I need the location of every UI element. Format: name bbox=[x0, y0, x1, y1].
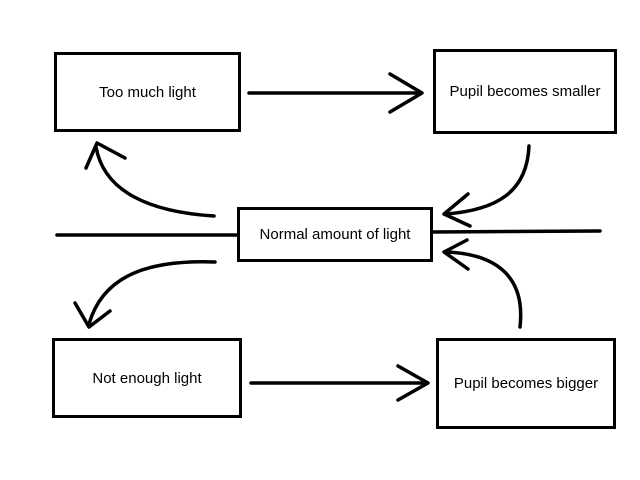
arrow-normal-to-too-much bbox=[84, 141, 216, 218]
arrow-bigger-to-normal bbox=[442, 238, 523, 329]
node-label-normal-amount-of-light: Normal amount of light bbox=[259, 226, 411, 243]
node-too-much-light: Too much light bbox=[54, 52, 241, 132]
node-pupil-becomes-bigger: Pupil becomes bigger bbox=[436, 338, 616, 429]
node-label-not-enough-light: Not enough light bbox=[92, 369, 202, 387]
arrow-not-enough-to-bigger bbox=[249, 364, 430, 402]
node-label-too-much-light: Too much light bbox=[99, 83, 196, 101]
baseline-right bbox=[430, 229, 602, 234]
node-label-pupil-becomes-smaller: Pupil becomes smaller bbox=[449, 83, 601, 100]
node-normal-amount-of-light: Normal amount of light bbox=[237, 207, 433, 262]
arrow-too-much-to-smaller bbox=[247, 72, 424, 114]
node-pupil-becomes-smaller: Pupil becomes smaller bbox=[433, 49, 617, 134]
node-label-pupil-becomes-bigger: Pupil becomes bigger bbox=[453, 375, 599, 392]
node-not-enough-light: Not enough light bbox=[52, 338, 242, 418]
arrow-normal-to-not-enough bbox=[73, 260, 217, 329]
arrow-smaller-to-normal bbox=[442, 144, 531, 228]
